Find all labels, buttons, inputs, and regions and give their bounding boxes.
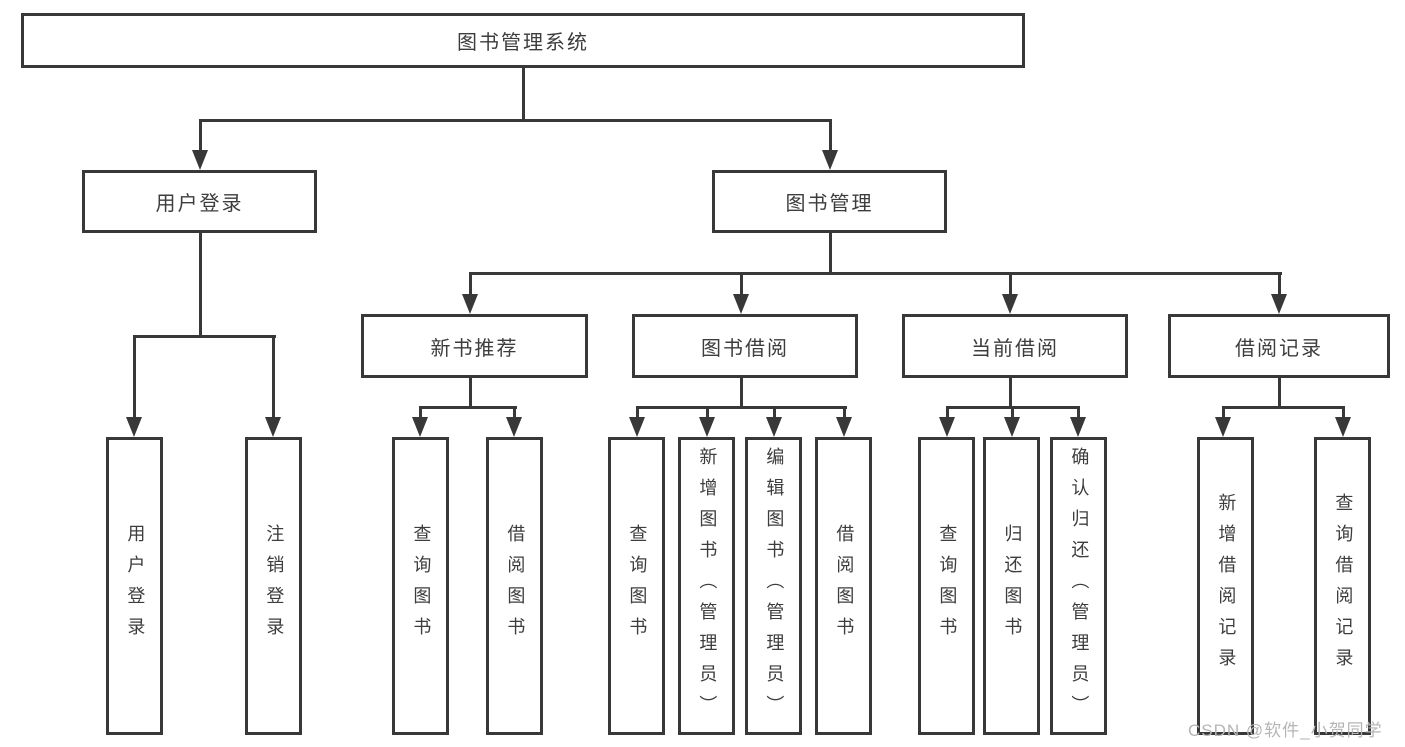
node-current-borrow-label: 当前借阅 bbox=[971, 337, 1059, 360]
connector-line bbox=[468, 273, 472, 294]
connector-line bbox=[1076, 407, 1080, 417]
arrowhead-icon bbox=[836, 417, 852, 437]
connector-line bbox=[772, 407, 776, 417]
leaf-query-books-current-label: 查询图书 bbox=[937, 524, 958, 648]
arrowhead-icon bbox=[1335, 417, 1351, 437]
leaf-user-login: 用户登录 bbox=[106, 437, 163, 735]
connector-line bbox=[842, 407, 846, 417]
node-root: 图书管理系统 bbox=[21, 13, 1025, 68]
leaf-logout: 注销登录 bbox=[245, 437, 302, 735]
connector-line bbox=[828, 120, 832, 150]
leaf-query-books-recommend: 查询图书 bbox=[392, 437, 449, 735]
csdn-watermark: CSDN @软件_小贺同学 bbox=[1188, 721, 1383, 740]
connector-line bbox=[1008, 378, 1012, 407]
leaf-add-books-admin: 新增图书（管理员） bbox=[678, 437, 735, 735]
leaf-edit-books-admin-label: 编辑图书（管理员） bbox=[764, 446, 785, 726]
node-book-borrow-label: 图书借阅 bbox=[701, 337, 789, 360]
connector-line bbox=[1341, 407, 1345, 417]
connector-line bbox=[1277, 273, 1281, 294]
arrowhead-icon bbox=[265, 417, 281, 437]
connector-line bbox=[739, 378, 743, 407]
arrowhead-icon bbox=[1215, 417, 1231, 437]
connector-line bbox=[418, 407, 422, 417]
connector-line bbox=[1010, 407, 1014, 417]
leaf-add-borrow-record: 新增借阅记录 bbox=[1197, 437, 1254, 735]
leaf-query-books-borrow: 查询图书 bbox=[608, 437, 665, 735]
connector-line bbox=[418, 405, 517, 409]
connector-line bbox=[828, 233, 832, 273]
leaf-add-books-admin-label: 新增图书（管理员） bbox=[697, 446, 718, 726]
leaf-query-books-recommend-label: 查询图书 bbox=[411, 524, 432, 648]
leaf-logout-label: 注销登录 bbox=[264, 524, 285, 648]
connector-line bbox=[1277, 378, 1281, 407]
arrowhead-icon bbox=[506, 417, 522, 437]
leaf-query-borrow-record: 查询借阅记录 bbox=[1314, 437, 1371, 735]
node-borrow-record-label: 借阅记录 bbox=[1235, 337, 1323, 360]
arrowhead-icon bbox=[629, 417, 645, 437]
connector-line bbox=[468, 271, 1282, 275]
leaf-query-borrow-record-label: 查询借阅记录 bbox=[1333, 493, 1354, 679]
connector-line bbox=[271, 336, 275, 417]
leaf-return-books: 归还图书 bbox=[983, 437, 1040, 735]
arrowhead-icon bbox=[1004, 417, 1020, 437]
node-book-management: 图书管理 bbox=[712, 170, 947, 233]
connector-line bbox=[198, 233, 202, 337]
node-root-label: 图书管理系统 bbox=[457, 32, 589, 54]
arrowhead-icon bbox=[1070, 417, 1086, 437]
arrowhead-icon bbox=[939, 417, 955, 437]
arrowhead-icon bbox=[126, 417, 142, 437]
node-new-book-recommend: 新书推荐 bbox=[361, 314, 588, 378]
node-borrow-record: 借阅记录 bbox=[1168, 314, 1390, 378]
node-book-management-label: 图书管理 bbox=[785, 193, 874, 215]
connector-line bbox=[198, 120, 202, 150]
node-new-book-recommend-label: 新书推荐 bbox=[430, 337, 519, 360]
connector-line bbox=[1008, 273, 1012, 294]
arrowhead-icon bbox=[733, 294, 749, 314]
leaf-query-books-current: 查询图书 bbox=[918, 437, 975, 735]
connector-line bbox=[132, 336, 136, 417]
arrowhead-icon bbox=[699, 417, 715, 437]
connector-line bbox=[945, 407, 949, 417]
node-book-borrow: 图书借阅 bbox=[632, 314, 858, 378]
leaf-confirm-return-admin-label: 确认归还（管理员） bbox=[1069, 446, 1090, 726]
arrowhead-icon bbox=[412, 417, 428, 437]
arrowhead-icon bbox=[192, 150, 208, 170]
connector-line bbox=[521, 68, 525, 121]
connector-line bbox=[635, 407, 639, 417]
connector-line bbox=[132, 334, 276, 338]
connector-line bbox=[468, 378, 472, 407]
node-user-login-label: 用户登录 bbox=[155, 193, 244, 215]
leaf-borrow-books-recommend: 借阅图书 bbox=[486, 437, 543, 735]
leaf-edit-books-admin: 编辑图书（管理员） bbox=[745, 437, 802, 735]
arrowhead-icon bbox=[1002, 294, 1018, 314]
connector-line bbox=[198, 118, 832, 122]
leaf-borrow-books-label: 借阅图书 bbox=[834, 524, 855, 648]
arrowhead-icon bbox=[1271, 294, 1287, 314]
arrowhead-icon bbox=[822, 150, 838, 170]
connector-line bbox=[705, 407, 709, 417]
connector-line bbox=[1221, 407, 1225, 417]
leaf-return-books-label: 归还图书 bbox=[1002, 524, 1023, 648]
node-user-login: 用户登录 bbox=[82, 170, 317, 233]
connector-line bbox=[739, 273, 743, 294]
arrowhead-icon bbox=[766, 417, 782, 437]
leaf-borrow-books: 借阅图书 bbox=[815, 437, 872, 735]
leaf-query-books-borrow-label: 查询图书 bbox=[627, 524, 648, 648]
connector-line bbox=[1221, 405, 1345, 409]
leaf-borrow-books-recommend-label: 借阅图书 bbox=[505, 524, 526, 648]
arrowhead-icon bbox=[462, 294, 478, 314]
leaf-add-borrow-record-label: 新增借阅记录 bbox=[1216, 493, 1237, 679]
connector-line bbox=[512, 407, 516, 417]
leaf-user-login-label: 用户登录 bbox=[125, 524, 146, 648]
leaf-confirm-return-admin: 确认归还（管理员） bbox=[1050, 437, 1107, 735]
node-current-borrow: 当前借阅 bbox=[902, 314, 1128, 378]
connector-line bbox=[635, 405, 847, 409]
